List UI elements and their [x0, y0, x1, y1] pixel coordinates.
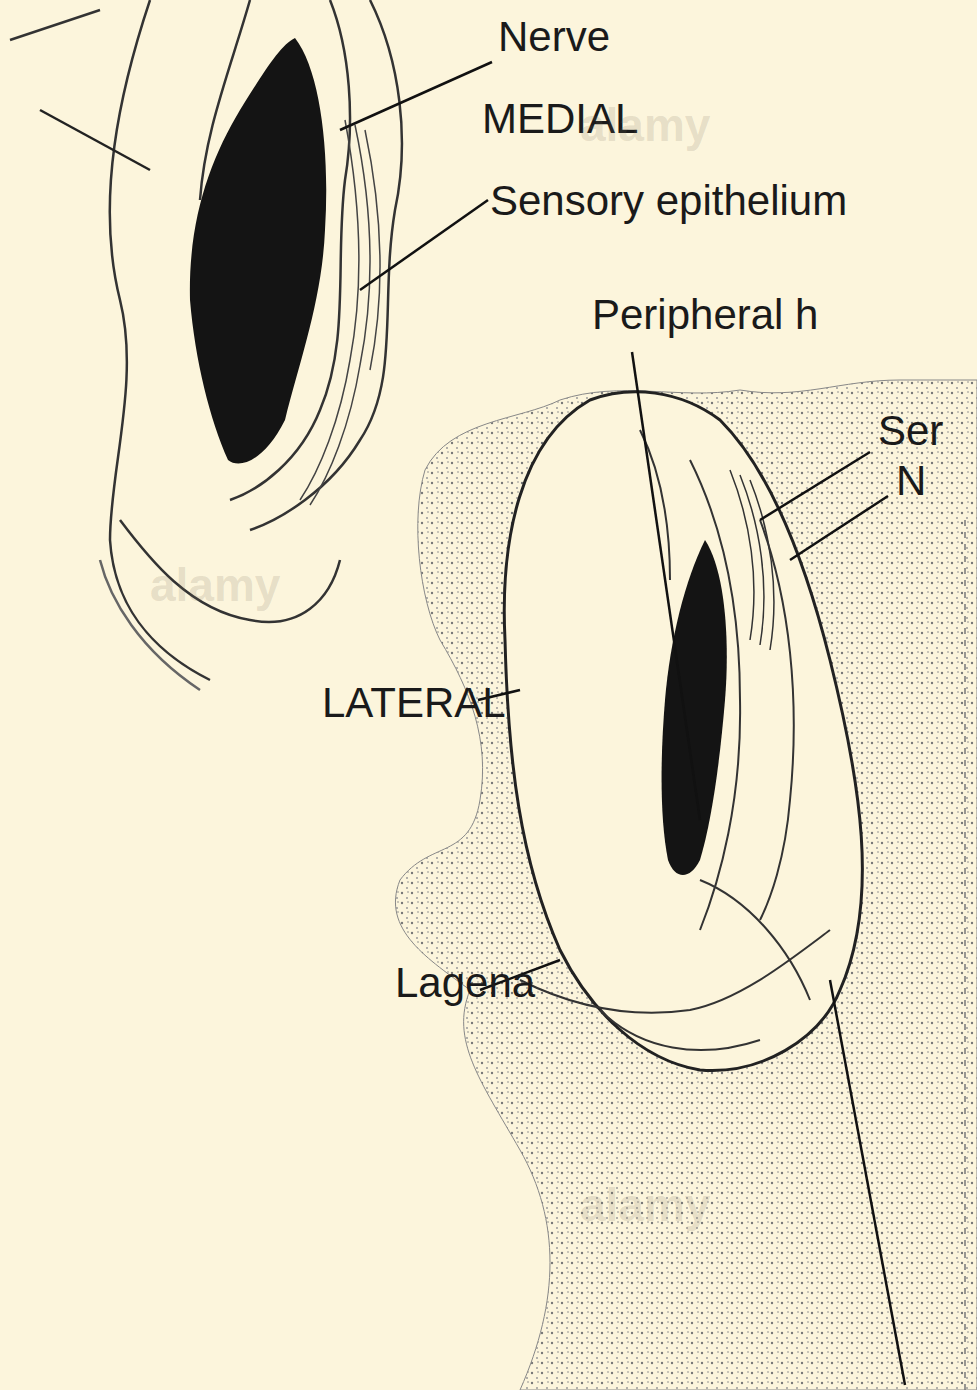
part-label: Ser	[878, 408, 943, 454]
medial-section	[10, 0, 402, 690]
watermark: alamy	[150, 560, 280, 611]
otolith	[190, 38, 326, 464]
nerve-label: Nerve	[498, 14, 610, 60]
watermark: alamy	[580, 100, 710, 151]
lateral-otolith	[662, 540, 727, 875]
part-label: Peripheral h	[592, 292, 818, 338]
region-label: LATERAL	[322, 680, 506, 726]
bone-tissue	[395, 380, 977, 1390]
sac-outline	[504, 392, 862, 1071]
sensory-epithelium-lateral	[730, 470, 774, 650]
watermark: alamy	[580, 1180, 710, 1231]
part-label: Lagena	[395, 960, 535, 1006]
dashed-border	[964, 520, 966, 1390]
part-label: N	[896, 458, 926, 504]
sensory-epithelium-strip	[300, 120, 380, 505]
part-label: Sensory epithelium	[490, 178, 847, 224]
inner-membranes	[520, 430, 830, 1050]
